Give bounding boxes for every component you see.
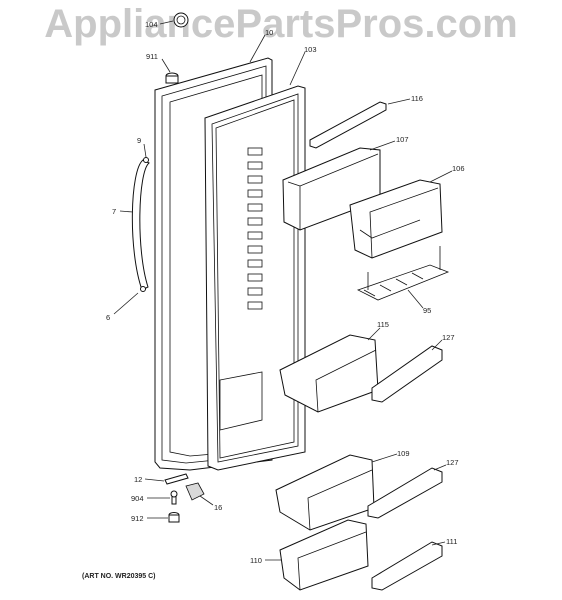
- door-liner-ribs: [219, 147, 263, 431]
- callout-6: 6: [106, 313, 110, 322]
- callout-904: 904: [131, 494, 144, 503]
- callout-16: 16: [214, 503, 222, 512]
- callout-110: 110: [250, 556, 262, 565]
- callout-911: 911: [146, 52, 158, 61]
- callout-127-lower: 127: [446, 458, 459, 467]
- callout-12: 12: [134, 475, 142, 484]
- dairy-compartment: [349, 179, 443, 259]
- callout-10: 10: [265, 28, 273, 37]
- wire-shelf: [356, 246, 450, 301]
- callout-7: 7: [112, 207, 116, 216]
- door-gasket: [204, 85, 306, 471]
- callout-103: 103: [304, 45, 317, 54]
- bushing-912: [168, 512, 180, 523]
- watermark-logo: AppliancePartsPros.com: [44, 2, 518, 46]
- bin-end-127-lower: [367, 467, 443, 519]
- hinge-pin-12: [164, 473, 189, 485]
- door-bin-109: [275, 454, 375, 531]
- callout-127-upper: 127: [442, 333, 455, 342]
- callout-912: 912: [131, 514, 144, 523]
- door-bin-110: [279, 519, 369, 591]
- door-handle: [131, 157, 150, 292]
- callout-106: 106: [452, 164, 465, 173]
- screw-904: [170, 490, 178, 505]
- bin-cover-bar: [309, 101, 387, 149]
- callout-109: 109: [397, 449, 410, 458]
- art-number: (ART NO. WR20395 C): [82, 573, 156, 580]
- leader-lines: [113, 20, 453, 561]
- hinge-cap: [173, 12, 189, 28]
- callout-labels: 104 10 103 911 116 9 107 106 7 6 95 115 …: [106, 20, 465, 565]
- hinge-bushing: [165, 72, 179, 84]
- callout-116: 116: [411, 94, 423, 103]
- bracket-16: [185, 482, 205, 501]
- callout-115: 115: [377, 320, 389, 329]
- callout-107: 107: [396, 135, 409, 144]
- callout-104: 104: [145, 20, 158, 29]
- callout-111: 111: [446, 537, 457, 546]
- bin-end-127-upper: [371, 345, 443, 403]
- callout-9: 9: [137, 136, 141, 145]
- callout-95: 95: [423, 306, 431, 315]
- bin-end-111: [371, 541, 443, 591]
